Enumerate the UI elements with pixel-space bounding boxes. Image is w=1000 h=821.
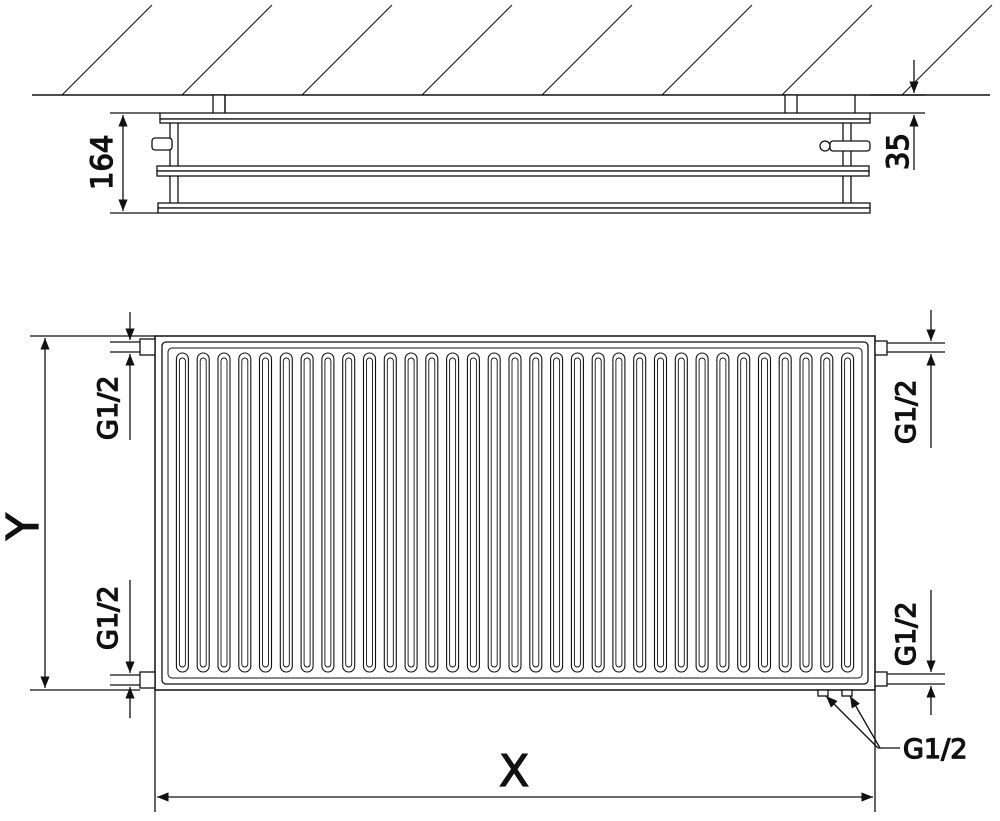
panel-channel-inner (594, 357, 602, 668)
bottom-connections (817, 689, 900, 749)
panel-channel (633, 352, 647, 673)
radiator-inner-frame (161, 341, 869, 685)
left-connections (110, 312, 156, 718)
radiator-outline (154, 335, 876, 691)
width-label: X (499, 746, 529, 797)
panel-channel (258, 352, 273, 673)
connection-label-right-bottom: G1/2 (891, 602, 922, 666)
panel-channel (446, 352, 460, 673)
panel-channel (716, 352, 730, 673)
panel-channel-inner (698, 357, 706, 668)
top-view (32, 4, 993, 214)
panel-channel (300, 352, 314, 673)
panel-channel (757, 352, 772, 673)
panel-channel-inner (199, 357, 207, 668)
panel-channel-inner (802, 357, 810, 668)
panel-channel-inner (677, 357, 685, 668)
panel-channel (217, 352, 231, 673)
connection-label-bottom: G1/2 (903, 734, 967, 765)
panel-channel (550, 352, 564, 673)
wall-hatching (32, 4, 993, 96)
panel-channel-inner (844, 357, 852, 668)
radiator-top-profile (151, 112, 871, 214)
panel-channel-inner (303, 357, 311, 668)
offset-label: 35 (881, 133, 915, 170)
panel-channel (466, 352, 480, 673)
panel-channel (737, 352, 751, 673)
panel-channel (778, 352, 792, 673)
connection-label-left-top: G1/2 (93, 376, 124, 440)
panel-channel-inner (324, 357, 332, 668)
panel-channel-inner (345, 357, 353, 668)
panel-channel (487, 352, 501, 673)
panel-channel (570, 352, 584, 673)
panel-channel-inner (719, 357, 727, 668)
panel-channel-inner (469, 357, 477, 668)
panel-channel (653, 352, 668, 673)
front-view (30, 310, 945, 812)
panel-channel-inner (449, 357, 457, 668)
panel-channel-inner (178, 357, 186, 668)
panel-channel (799, 352, 813, 673)
panel-channel-inner (386, 357, 394, 668)
connection-label-right-top: G1/2 (891, 380, 922, 444)
panel-channel (321, 352, 335, 673)
panel-channel-inner (407, 357, 415, 668)
panel-channel (362, 352, 377, 673)
panel-channel (238, 352, 252, 673)
panel-channel-inner (428, 357, 436, 668)
offset-dimension (870, 60, 925, 170)
panel-channel (820, 352, 834, 673)
panel-channel (383, 352, 397, 673)
panel-channel-inner (740, 357, 748, 668)
panel-channel-inner (511, 357, 519, 668)
panel-channel-inner (615, 357, 623, 668)
connection-label-left-bottom: G1/2 (93, 586, 124, 650)
panel-channel-inner (761, 357, 768, 668)
panel-channel (529, 352, 543, 673)
height-dimension (30, 335, 155, 691)
panel-channel-inner (553, 357, 561, 668)
panel-channel (342, 352, 356, 673)
panel-channel (841, 352, 855, 673)
panel-channel (612, 352, 626, 673)
right-connections (874, 310, 945, 715)
width-dimension (154, 690, 876, 812)
panel-channel-inner (781, 357, 789, 668)
panel-channel-inner (636, 357, 644, 668)
panel-channel-inner (490, 357, 498, 668)
panel-channel (591, 352, 605, 673)
panel-channel-inner (823, 357, 831, 668)
depth-dimension (110, 112, 160, 214)
panel-channel-inner (657, 357, 664, 668)
panel-channel (175, 352, 189, 673)
panel-channel-inner (220, 357, 228, 668)
panel-channel-inner (366, 357, 373, 668)
panel-channel (695, 352, 709, 673)
panel-channels (175, 352, 855, 673)
depth-label: 164 (85, 135, 119, 190)
panel-channel (404, 352, 418, 673)
panel-channel (508, 352, 522, 673)
wall-brackets (212, 94, 856, 117)
height-label: Y (0, 513, 49, 541)
radiator-panel (167, 347, 863, 679)
panel-channel-inner (282, 357, 290, 668)
panel-channel-inner (532, 357, 540, 668)
panel-channel (674, 352, 688, 673)
panel-channel-inner (573, 357, 581, 668)
panel-channel (196, 352, 210, 673)
panel-channel-inner (262, 357, 269, 668)
panel-channel (279, 352, 293, 673)
panel-channel (425, 352, 439, 673)
panel-channel-inner (241, 357, 249, 668)
